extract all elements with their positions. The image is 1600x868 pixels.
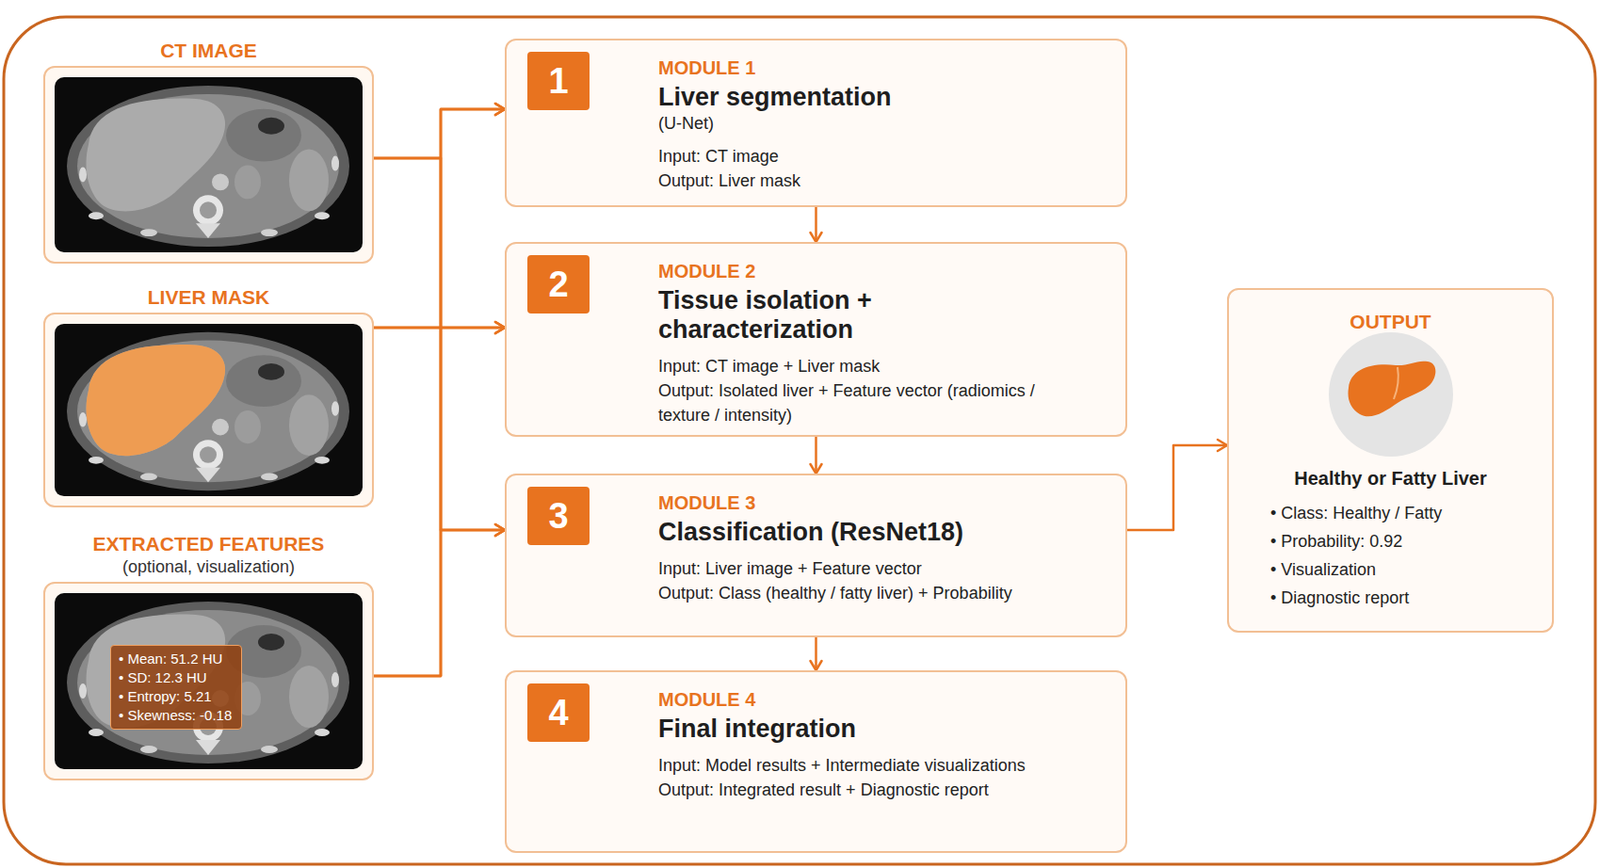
module-io: Output: Isolated liver + Feature vector … bbox=[658, 378, 1069, 428]
image-panel: CT IMAGE bbox=[43, 65, 374, 264]
module-io: Input: Model results + Intermediate visu… bbox=[658, 753, 1069, 778]
module-title: Liver segmentation bbox=[658, 82, 1069, 113]
flow-arrow bbox=[814, 436, 818, 474]
output-bullet: • Class: Healthy / Fatty bbox=[1244, 499, 1537, 528]
output-box: OUTPUT Healthy or Fatty Liver • Class: Hea… bbox=[1227, 288, 1554, 633]
module-label: MODULE 1 bbox=[658, 56, 1069, 80]
output-title: Healthy or Fatty Liver bbox=[1244, 465, 1537, 492]
module-number-text: 1 bbox=[548, 62, 568, 100]
flow-arrow bbox=[1127, 445, 1228, 531]
image-panel: LIVER MASK bbox=[43, 312, 374, 508]
module-box: MODULE 1Liver segmentation(U-Net) Input: … bbox=[504, 38, 1128, 208]
output-heading: OUTPUT bbox=[1244, 310, 1537, 334]
panel-heading-group: CT IMAGE bbox=[26, 39, 391, 68]
module-io: Input: CT image bbox=[658, 144, 1069, 169]
flow-arrow bbox=[373, 158, 505, 328]
module-box: MODULE 2 Tissue isolation + characterizat… bbox=[504, 242, 1128, 437]
flow-arrow bbox=[373, 109, 505, 328]
module-title: Final integration bbox=[658, 714, 1069, 744]
module-number-text: 2 bbox=[548, 265, 568, 304]
module-label: MODULE 4 bbox=[658, 688, 1069, 712]
module-io: Input: CT image + Liver mask bbox=[658, 354, 1069, 379]
feature-value: • SD: 12.3 HU bbox=[118, 668, 232, 688]
panel-heading: LIVER MASK bbox=[26, 286, 391, 309]
panel-heading-group: EXTRACTED FEATURES(optional, visualizati… bbox=[26, 533, 391, 584]
module-subtitle: (U-Net) bbox=[658, 112, 1069, 135]
flow-arrow bbox=[373, 109, 505, 159]
feature-overlay: • Mean: 51.2 HU• SD: 12.3 HU• Entropy: 5… bbox=[110, 645, 243, 730]
panel-heading-group: LIVER MASK bbox=[26, 286, 391, 315]
liver-icon bbox=[1327, 331, 1455, 458]
module-io: Output: Class (healthy / fatty liver) + … bbox=[658, 581, 1069, 606]
output-bullet: • Diagnostic report bbox=[1244, 583, 1537, 613]
module-number: 2 bbox=[527, 255, 590, 314]
module-number: 4 bbox=[527, 683, 590, 743]
flow-arrow bbox=[373, 158, 505, 531]
feature-value: • Skewness: -0.18 bbox=[118, 706, 232, 726]
module-number-text: 3 bbox=[548, 497, 568, 535]
flow-arrow bbox=[373, 327, 505, 531]
module-box: MODULE 3Classification (ResNet18) Input: … bbox=[504, 473, 1128, 638]
feature-value: • Entropy: 5.21 bbox=[118, 687, 232, 707]
module-label: MODULE 2 bbox=[658, 259, 1069, 283]
module-io: Output: Integrated result + Diagnostic r… bbox=[658, 777, 1069, 803]
outer-frame-outline bbox=[3, 16, 1596, 865]
panel-subheading: (optional, visualization) bbox=[26, 555, 391, 579]
ct-image bbox=[54, 77, 363, 253]
module-io: Input: Liver image + Feature vector bbox=[658, 556, 1069, 582]
module-title: Classification (ResNet18) bbox=[658, 517, 1069, 548]
module-title: Tissue isolation + characterization bbox=[658, 286, 1069, 345]
flow-arrow bbox=[373, 109, 505, 677]
liver-mask-image bbox=[54, 323, 363, 497]
output-bullet: • Visualization bbox=[1244, 555, 1537, 584]
module-number: 1 bbox=[527, 51, 590, 111]
module-number: 3 bbox=[527, 486, 590, 546]
feature-value: • Mean: 51.2 HU bbox=[118, 649, 232, 669]
module-io: Output: Liver mask bbox=[658, 168, 1069, 194]
flow-arrow bbox=[373, 327, 505, 677]
module-number-text: 4 bbox=[548, 694, 568, 732]
panel-heading: CT IMAGE bbox=[26, 39, 391, 63]
output-bullet: • Probability: 0.92 bbox=[1244, 527, 1537, 556]
flow-arrow bbox=[373, 530, 505, 677]
image-panel: EXTRACTED FEATURES(optional, visualizati… bbox=[43, 581, 374, 781]
module-label: MODULE 3 bbox=[658, 491, 1069, 515]
flow-arrow bbox=[814, 207, 818, 243]
panel-heading: EXTRACTED FEATURES bbox=[26, 533, 391, 556]
module-box: MODULE 4Final integrationInput: Model re… bbox=[504, 670, 1128, 854]
flow-arrow bbox=[814, 637, 818, 671]
